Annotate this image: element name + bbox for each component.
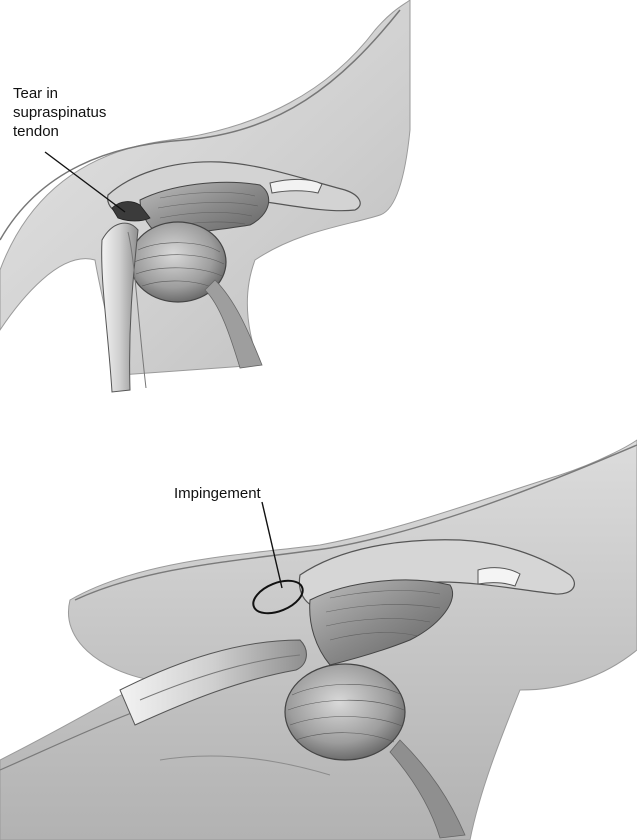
tear-label: Tear in supraspinatus tendon bbox=[13, 84, 106, 141]
bottom-humeral-head bbox=[285, 664, 405, 760]
impingement-label-text: Impingement bbox=[174, 484, 261, 503]
tear-label-line-2: supraspinatus bbox=[13, 103, 106, 122]
tear-label-line-1: Tear in bbox=[13, 84, 106, 103]
top-shoulder-view bbox=[0, 0, 410, 392]
bottom-shoulder-view bbox=[0, 440, 637, 840]
tear-label-line-3: tendon bbox=[13, 122, 106, 141]
impingement-label: Impingement bbox=[174, 484, 261, 503]
